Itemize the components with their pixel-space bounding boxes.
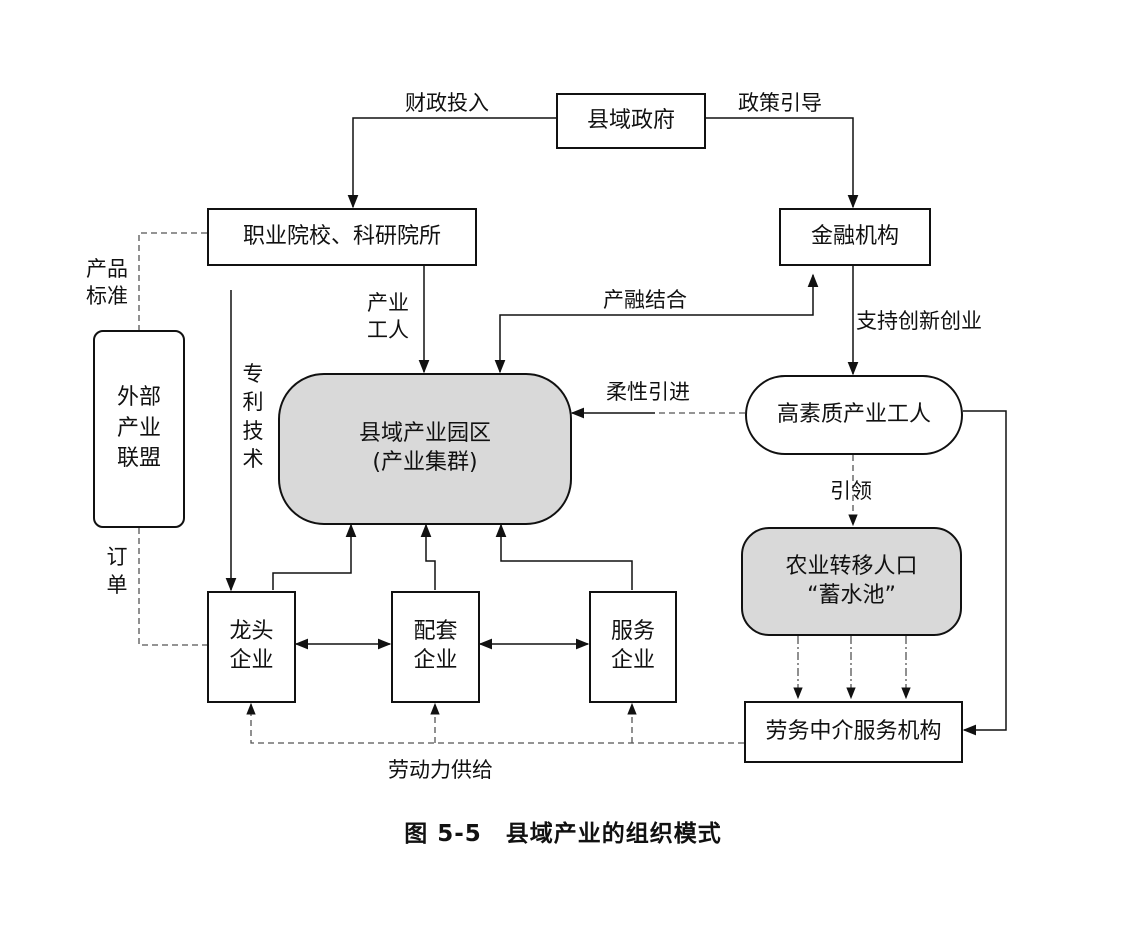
supporting-line-1: 配套 [413,619,458,645]
pool-line-2: “蓄水池” [807,582,896,608]
edge-integration [494,273,819,374]
label-guide: 引领 [830,479,872,503]
label-support-innovation: 支持创新创业 [856,309,982,333]
edge-workers-agency [962,410,1007,736]
alliance-line-2: 产业 [116,415,161,441]
industry-workers-line-2: 工人 [367,318,409,343]
edge-fiscal [347,117,556,209]
park-line-2: (产业集群) [372,450,478,475]
service-line-2: 企业 [610,648,655,673]
node-pool: 农业转移人口 “蓄水池” [741,527,962,636]
patent-tech-char-1: 专 [242,362,264,386]
supporting-line-2: 企业 [413,648,458,673]
label-labor-supply: 劳动力供给 [388,758,493,782]
node-finance: 金融机构 [779,208,931,266]
pool-line-1: 农业转移人口 [785,553,918,579]
node-vocational: 职业院校、科研院所 [207,208,477,266]
label-industry-workers: 产业 工人 [367,290,409,345]
edge-order [138,528,207,646]
service-line-1: 服务 [610,619,655,645]
industry-workers-line-1: 产业 [367,291,409,315]
finance-label: 金融机构 [810,223,899,249]
product-std-line-2: 标准 [86,284,128,309]
node-alliance: 外部 产业 联盟 [93,330,185,528]
figure-caption: 图 5-5 县域产业的组织模式 [404,821,722,847]
label-flexible: 柔性引进 [606,380,690,404]
label-policy: 政策引导 [738,91,822,115]
patent-tech-char-2: 利 [242,390,264,415]
edge-leading-park [272,523,357,590]
leading-line-2: 企业 [229,648,274,673]
order-char-1: 订 [106,545,128,569]
alliance-line-3: 联盟 [116,446,161,472]
workers-label: 高素质产业工人 [776,401,931,427]
vocational-label: 职业院校、科研院所 [242,223,441,249]
patent-tech-char-4: 术 [242,447,264,472]
label-patent-tech: 专 利 技 术 [241,360,265,473]
label-fiscal: 财政投入 [405,91,489,115]
edge-supporting-park [420,523,436,590]
alliance-line-1: 外部 [116,384,161,410]
node-workers: 高素质产业工人 [745,375,963,455]
node-supporting-enterprise: 配套 企业 [391,591,480,703]
edge-product-std [138,232,207,330]
product-std-line-1: 产品 [86,257,128,281]
node-park: 县域产业园区 (产业集群) [278,373,572,525]
leading-line-1: 龙头 [229,619,274,645]
node-county-gov: 县域政府 [556,93,706,149]
edge-labor-supply [246,702,744,744]
county-gov-label: 县域政府 [586,107,675,133]
labor-agency-label: 劳务中介服务机构 [765,718,942,744]
edge-service-park [495,523,633,590]
label-integration: 产融结合 [603,288,687,312]
node-labor-agency: 劳务中介服务机构 [744,701,963,763]
node-service-enterprise: 服务 企业 [589,591,677,703]
label-product-std: 产品 标准 [86,256,128,311]
patent-tech-char-3: 技 [242,418,264,443]
label-order: 订 单 [105,543,129,600]
park-line-1: 县域产业园区 [358,421,491,447]
edge-policy [706,117,859,209]
order-char-2: 单 [106,573,128,598]
node-leading-enterprise: 龙头 企业 [207,591,296,703]
